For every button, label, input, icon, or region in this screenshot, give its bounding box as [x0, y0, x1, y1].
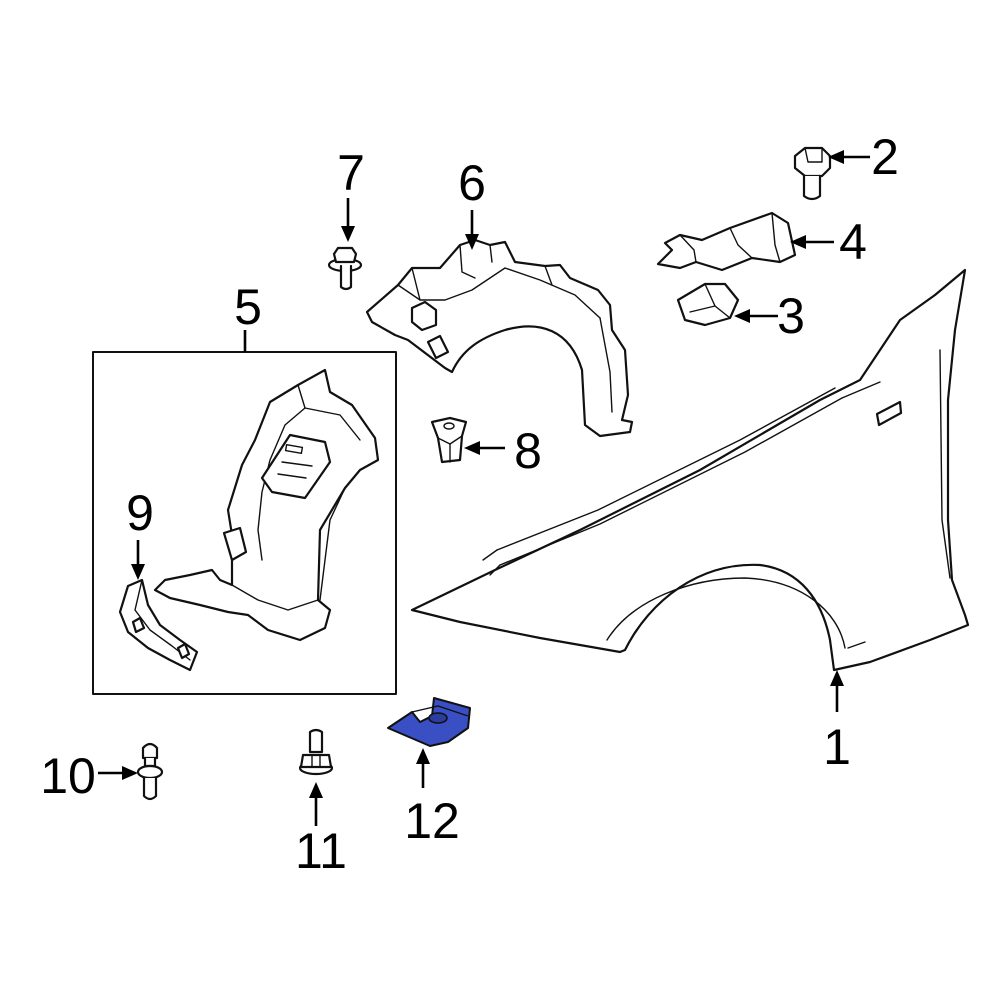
leader-arrow-4 — [790, 235, 834, 249]
bracket-part-3[interactable] — [676, 282, 740, 327]
callout-6: 6 — [458, 155, 486, 211]
bolt-part-2[interactable] — [793, 146, 832, 201]
callout-10: 10 — [40, 748, 96, 804]
clip-nut-part-12[interactable] — [387, 697, 471, 747]
callout-8: 8 — [514, 423, 542, 479]
callout-11: 11 — [295, 823, 347, 879]
leader-arrow-6 — [465, 210, 479, 250]
seal-part-9[interactable] — [118, 578, 199, 672]
bracket-part-4[interactable] — [656, 211, 797, 272]
fender-part-1[interactable] — [410, 268, 970, 672]
fender-liner-part-5[interactable] — [153, 368, 380, 642]
rivet-part-10[interactable] — [136, 742, 164, 801]
clip-part-8[interactable] — [430, 416, 468, 464]
fender-liner-part-6[interactable] — [365, 238, 634, 438]
callout-numbers: 1 2 3 4 5 6 7 8 9 10 11 12 — [40, 129, 899, 879]
callout-4: 4 — [839, 214, 867, 270]
bolt-part-7[interactable] — [327, 246, 363, 291]
leader-arrow-2 — [828, 150, 870, 164]
leader-arrow-3 — [734, 309, 778, 323]
leader-arrows — [98, 150, 870, 826]
callout-12: 12 — [404, 793, 460, 849]
leader-arrow-8 — [464, 441, 505, 455]
callout-5: 5 — [234, 279, 262, 335]
bolt-part-11[interactable] — [298, 728, 334, 776]
callout-7: 7 — [337, 145, 365, 201]
leader-arrow-9 — [131, 540, 145, 580]
callout-2: 2 — [871, 129, 899, 185]
callout-1: 1 — [823, 719, 851, 775]
callout-9: 9 — [126, 485, 154, 541]
leader-arrow-11 — [309, 782, 323, 826]
callout-3: 3 — [777, 288, 805, 344]
leader-arrow-12 — [416, 748, 430, 788]
leader-arrow-1 — [830, 670, 844, 712]
leader-arrow-7 — [341, 198, 355, 242]
leader-arrow-10 — [98, 766, 138, 780]
